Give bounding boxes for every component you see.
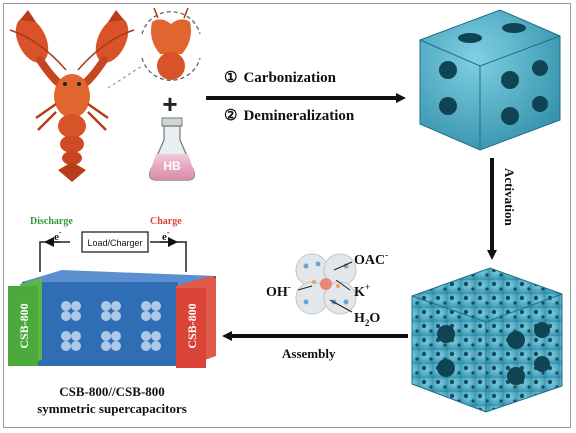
- figure-border: [3, 3, 571, 428]
- electron-right-label: e-: [162, 228, 170, 243]
- right-electrode-label: CSB-800: [185, 303, 199, 348]
- left-electrode-label: CSB-800: [17, 303, 31, 348]
- caption-line1: CSB-800//CSB-800: [59, 384, 164, 399]
- plus-sign: +: [162, 89, 177, 119]
- supercapacitor-device: [8, 231, 216, 368]
- electrolyte-formula: K(OH)0.2(OAC)0.8·2.78H2O: [47, 369, 172, 380]
- carbon-framework-illustration: [419, 9, 561, 151]
- assembly-label: Assembly: [282, 346, 336, 361]
- load-charger-label: Load/Charger: [87, 238, 142, 248]
- charge-label: Charge: [150, 216, 182, 227]
- caption-line2: symmetric supercapacitors: [37, 401, 187, 416]
- activation-label: Activation: [502, 168, 517, 227]
- load-charger-box: [81, 231, 149, 253]
- crayfish-head-illustration: [107, 7, 201, 89]
- flask-label: HB: [163, 159, 181, 173]
- discharge-label: Discharge: [30, 216, 73, 227]
- hydroxide-ion-label: OH-: [266, 282, 291, 300]
- electron-left-label: e-: [54, 228, 62, 243]
- potassium-ion-label: K+: [354, 282, 370, 300]
- crayfish-illustration: [9, 10, 135, 182]
- flask-illustration: [149, 117, 195, 181]
- water-label: H2O: [354, 311, 380, 328]
- acetate-ion-label: OAC-: [354, 250, 388, 268]
- activated-carbon-illustration: [411, 267, 563, 413]
- ion-cluster-illustration: [295, 253, 357, 315]
